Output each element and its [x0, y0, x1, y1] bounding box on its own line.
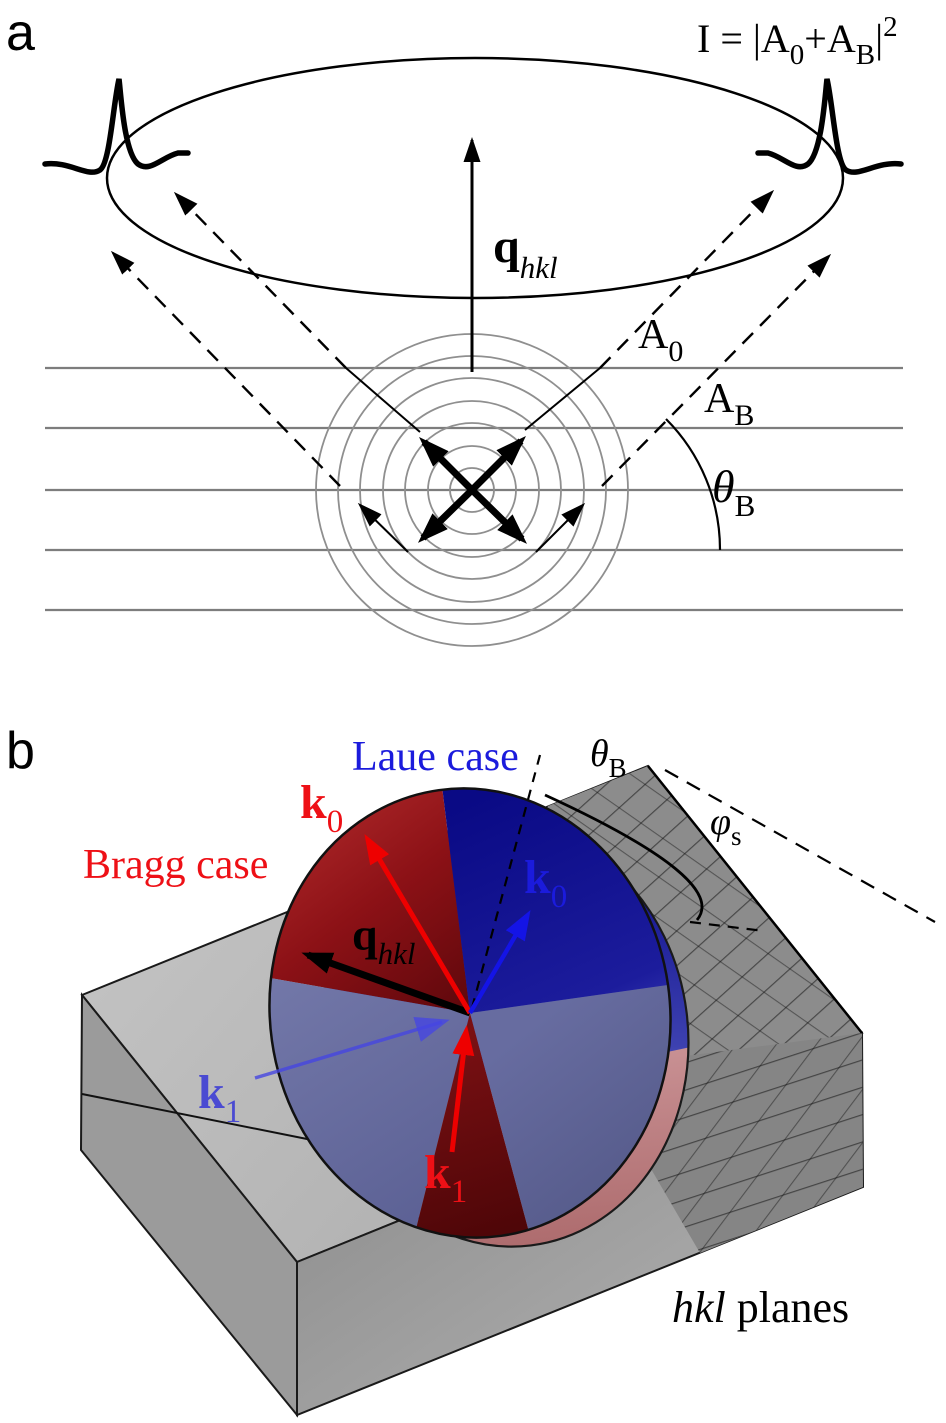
disk-sector-darkred-lower — [373, 1013, 574, 1264]
k0-laue-arrow — [468, 909, 531, 1015]
bragg-angle-label-a: θB — [712, 461, 755, 523]
bragg-angle-label-b: θB — [590, 733, 627, 783]
wavefront-ring — [449, 467, 495, 513]
k1-bragg-label: k1 — [424, 1146, 467, 1210]
beam-outer-left — [110, 250, 341, 487]
bragg-angle-arc — [665, 418, 722, 551]
surface-angle-label: φs — [710, 801, 742, 851]
rocking-curve-peak-left — [42, 78, 191, 175]
reflected-beam-left — [357, 502, 409, 553]
dashed-plane-trace — [664, 769, 936, 923]
k1-laue-arrow — [254, 1017, 450, 1080]
surface-angle-arc — [544, 793, 704, 921]
dashed-plane-normal — [470, 754, 542, 1009]
wavefront-ring — [382, 400, 562, 580]
beam-inner-left — [173, 191, 347, 369]
laue-case-label: Laue case — [352, 734, 519, 780]
source-arrow-up-left — [419, 437, 475, 493]
diffraction-cone-ring — [105, 56, 845, 300]
source-arrow-up-right — [469, 436, 526, 493]
k0-laue-label: k0 — [524, 851, 567, 915]
q-hkl-arrow-b — [301, 951, 472, 1017]
block-back-edge — [647, 765, 863, 1034]
beam-inner-right — [599, 189, 775, 369]
k1-laue-label: k1 — [198, 1066, 241, 1130]
k0-bragg-arrow — [364, 833, 473, 1015]
source-arrow-down-left — [417, 487, 475, 543]
surface-trace-left — [81, 1093, 313, 1141]
beam-segment — [345, 367, 421, 433]
ab-beam-label: AB — [704, 376, 754, 432]
a0-beam-label: A0 — [638, 312, 683, 368]
reflected-beam-right — [535, 502, 586, 553]
q-hkl-label-a: qhkl — [493, 220, 558, 285]
panel-a-label: a — [6, 4, 35, 62]
source-dipole-arrows — [417, 436, 527, 544]
beam-solid-segments — [345, 367, 601, 553]
beam-outer-right — [601, 253, 832, 487]
intensity-formula: I = |A0+AB|2 — [697, 11, 898, 71]
outgoing-beams — [110, 189, 832, 487]
bragg-case-label: Bragg case — [83, 842, 268, 888]
wavefront-ring — [427, 445, 517, 535]
q-hkl-label-b: qhkl — [352, 909, 415, 971]
dashed-surface-ref — [689, 920, 765, 933]
source-arrow-down-right — [469, 487, 527, 544]
panel-a: a I = |A0+AB|2 qhkl A0 AB θB — [6, 4, 904, 647]
k0-bragg-label: k0 — [300, 776, 343, 840]
panel-b-label: b — [6, 722, 35, 780]
rocking-curve-peak-right — [755, 78, 904, 175]
wavefront-ring — [359, 377, 585, 603]
hkl-slab-stack-front — [640, 1033, 863, 1253]
slab-hatch-front-2 — [640, 1033, 863, 1253]
hkl-planes-label: hkl planes — [672, 1283, 849, 1332]
k1-bragg-arrow — [449, 1025, 475, 1153]
bragg-disk-rim — [268, 787, 672, 1239]
beam-segment — [524, 367, 601, 431]
panel-b: b Laue case Bragg case k0 qhkl k0 k1 k1 … — [6, 722, 936, 1418]
wavefront-ring — [404, 422, 540, 558]
